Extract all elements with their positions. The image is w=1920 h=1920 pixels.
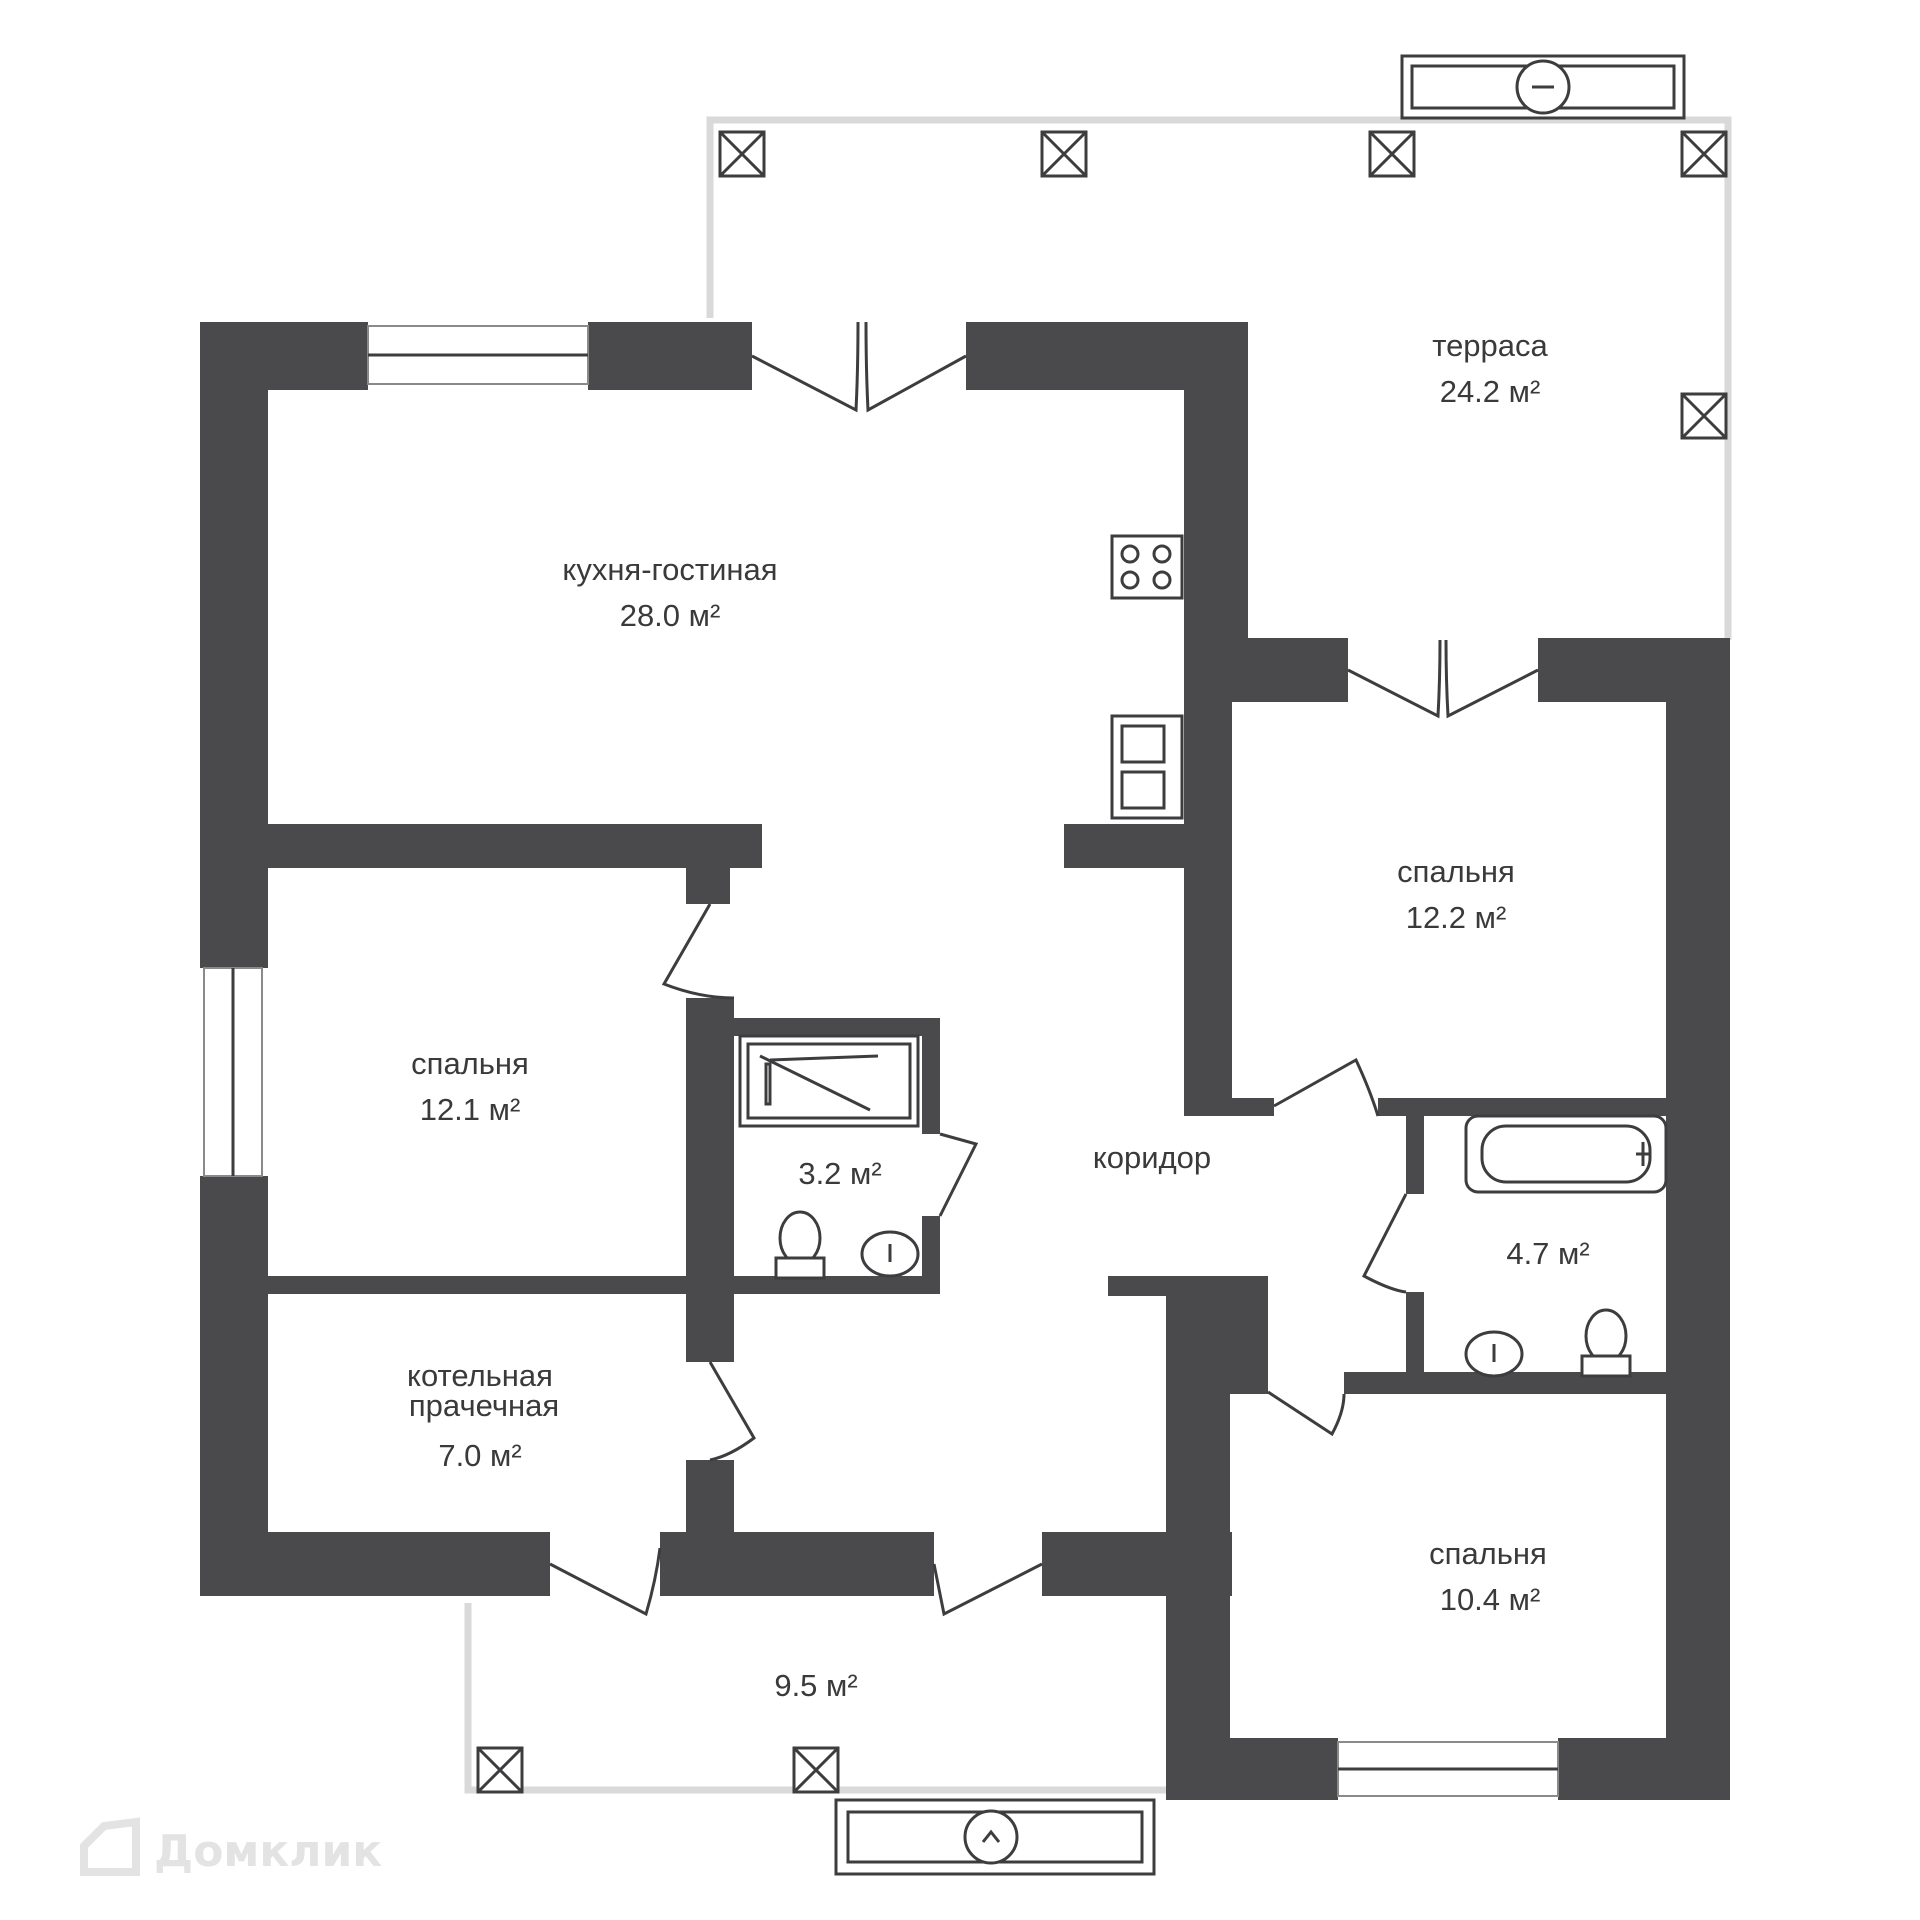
bedroom-right-bottom-name: спальня	[1429, 1536, 1547, 1571]
boiler-laundry-name-2: прачечная	[409, 1388, 559, 1423]
post	[476, 1746, 524, 1794]
toilet-icon	[1580, 1308, 1632, 1378]
doors	[549, 321, 1539, 1617]
room-labels: терраса 24.2 м² кухня-гостиная 28.0 м² с…	[407, 328, 1590, 1703]
windows	[203, 325, 1559, 1797]
bedroom-right-top-area: 12.2 м²	[1406, 900, 1507, 935]
kitchen-living-area: 28.0 м²	[620, 598, 721, 633]
watermark: Домклик	[80, 1817, 382, 1877]
kitchen-living-name: кухня-гостиная	[562, 552, 777, 587]
toilet-icon	[774, 1210, 826, 1280]
washbasin-icon	[860, 1230, 920, 1278]
window	[203, 967, 263, 1177]
washbasin-icon	[1464, 1330, 1524, 1378]
post	[1680, 392, 1728, 440]
porch-area: 9.5 м²	[774, 1668, 857, 1703]
boiler-laundry-area: 7.0 м²	[438, 1438, 521, 1473]
window	[367, 325, 589, 385]
terrace-posts	[476, 130, 1728, 1794]
corridor-name: коридор	[1093, 1140, 1211, 1175]
bedroom-right-bottom-area: 10.4 м²	[1440, 1582, 1541, 1617]
bathroom-small-area: 3.2 м²	[798, 1156, 881, 1191]
shower-icon	[738, 1034, 920, 1128]
terrace-name: терраса	[1432, 328, 1548, 363]
bathtub-icon	[1464, 1114, 1668, 1194]
boiler-laundry-name-1: котельная	[407, 1358, 553, 1393]
house-icon	[80, 1817, 140, 1876]
post	[1368, 130, 1416, 178]
stairs-top	[1400, 54, 1686, 120]
kitchen-sink-icon	[1110, 714, 1184, 820]
bedroom-left-area: 12.1 м²	[420, 1092, 521, 1127]
watermark-brand: Домклик	[154, 1826, 382, 1877]
terrace-area: 24.2 м²	[1440, 374, 1541, 409]
post	[792, 1746, 840, 1794]
bedroom-left-name: спальня	[411, 1046, 529, 1081]
stairs-bottom	[834, 1798, 1156, 1876]
walls	[200, 322, 1730, 1800]
window	[1337, 1741, 1559, 1797]
bedroom-right-top-name: спальня	[1397, 854, 1515, 889]
terrace-outline	[706, 116, 1732, 640]
stove-icon	[1110, 534, 1184, 600]
porch-outline	[464, 1603, 1170, 1794]
bathroom-right-area: 4.7 м²	[1506, 1236, 1589, 1271]
post	[718, 130, 766, 178]
post	[1680, 130, 1728, 178]
post	[1040, 130, 1088, 178]
